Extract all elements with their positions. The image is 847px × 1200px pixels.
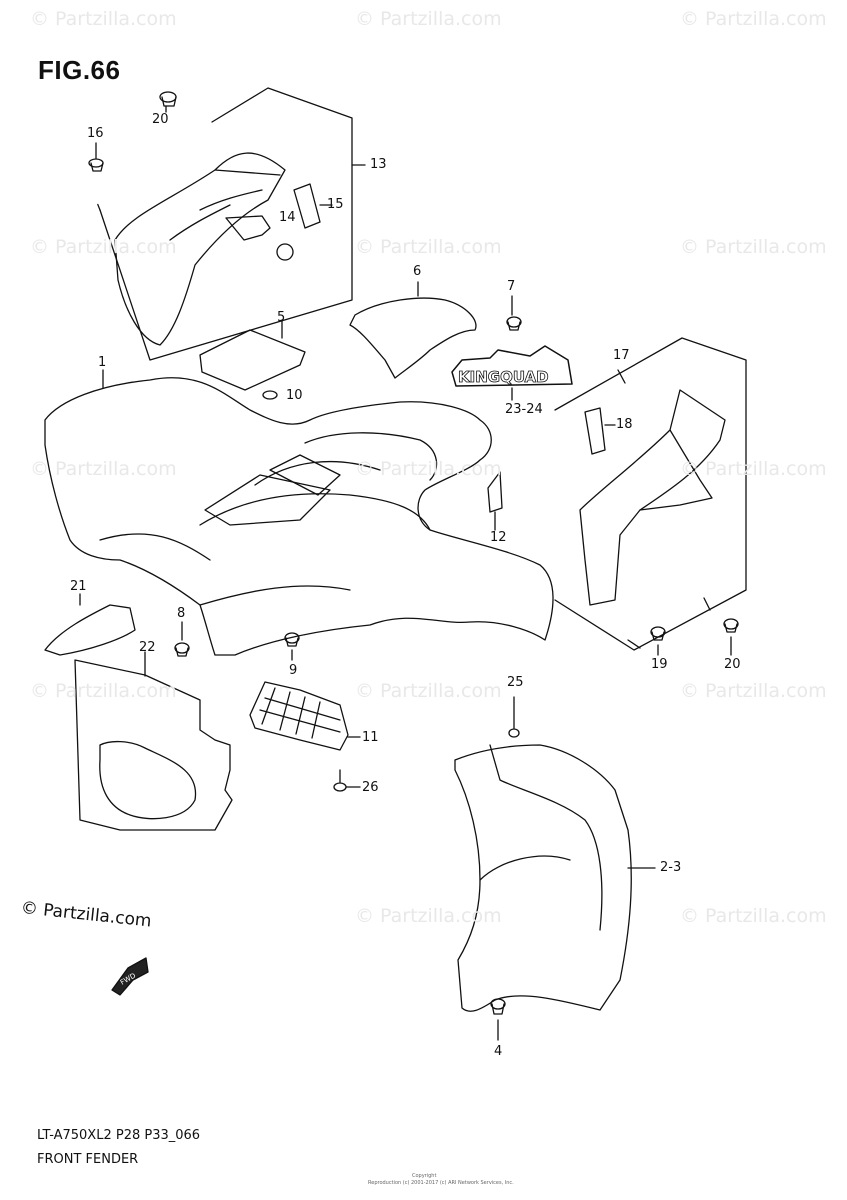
callout-11: 11: [362, 730, 379, 745]
part-2-3-inner-fender: [454, 744, 632, 1012]
callout-4: 4: [494, 1044, 503, 1059]
watermark: © Partzilla.com: [680, 8, 827, 30]
group-box-17: [554, 337, 747, 651]
callout-6: 6: [413, 264, 422, 279]
callout-23-24: 23-24: [505, 402, 543, 417]
watermark: © Partzilla.com: [680, 905, 827, 927]
decal-label: KINGQUAD: [458, 368, 549, 386]
model-code: LT-A750XL2 P28 P33_066: [37, 1128, 201, 1143]
callout-13: 13: [370, 157, 387, 172]
callout-15: 15: [327, 197, 344, 212]
watermark: © Partzilla.com: [30, 236, 177, 258]
callout-26: 26: [362, 780, 379, 795]
part-1-front-fender: [44, 377, 554, 656]
callout-9: 9: [289, 663, 298, 678]
screw-19: [627, 626, 666, 656]
callout-20: 20: [152, 112, 169, 127]
callout-21: 21: [70, 579, 87, 594]
watermark: © Partzilla.com: [355, 905, 502, 927]
screw-20-top: [159, 91, 177, 113]
callout-14: 14: [279, 210, 296, 225]
side-panel-13: [114, 152, 286, 346]
callout-12: 12: [490, 530, 507, 545]
callout-7: 7: [507, 279, 516, 294]
callout-22: 22: [139, 640, 156, 655]
group-box-13: [95, 87, 366, 361]
part-5: [199, 329, 306, 391]
watermark: © Partzilla.com: [355, 458, 502, 480]
copyright-small: Copyright: [412, 1173, 437, 1179]
watermark: © Partzilla.com: [680, 236, 827, 258]
copyright-small-detail: Reproduction (c) 2001-2017 (c) ARI Netwo…: [368, 1180, 514, 1186]
callout-1: 1: [98, 355, 107, 370]
callout-8: 8: [177, 606, 186, 621]
watermark: © Partzilla.com: [30, 680, 177, 702]
part-21: [44, 604, 136, 656]
watermark: © Partzilla.com: [30, 8, 177, 30]
part-22: [74, 659, 233, 831]
watermark: © Partzilla.com: [355, 236, 502, 258]
callout-2-3: 2-3: [660, 860, 682, 875]
callout-25: 25: [507, 675, 524, 690]
decal-23-24: [451, 345, 573, 401]
part-6: [349, 297, 477, 379]
screw-20-right: [703, 597, 739, 656]
callout-10: 10: [286, 388, 303, 403]
watermark: © Partzilla.com: [30, 458, 177, 480]
fwd-arrow-icon: [111, 957, 149, 996]
part-11-grille: [249, 681, 361, 751]
callout-18: 18: [616, 417, 633, 432]
callout-17: 17: [613, 348, 630, 363]
watermark: © Partzilla.com: [355, 680, 502, 702]
screw-16: [88, 142, 104, 172]
watermark: © Partzilla.com: [355, 8, 502, 30]
callout-19: 19: [651, 657, 668, 672]
watermark: © Partzilla.com: [680, 458, 827, 480]
figure-title: FIG.66: [38, 55, 121, 85]
figure-name: FRONT FENDER: [37, 1152, 139, 1167]
watermark: © Partzilla.com: [680, 680, 827, 702]
callout-16: 16: [87, 126, 104, 141]
callout-20: 20: [724, 657, 741, 672]
callout-5: 5: [277, 310, 286, 325]
